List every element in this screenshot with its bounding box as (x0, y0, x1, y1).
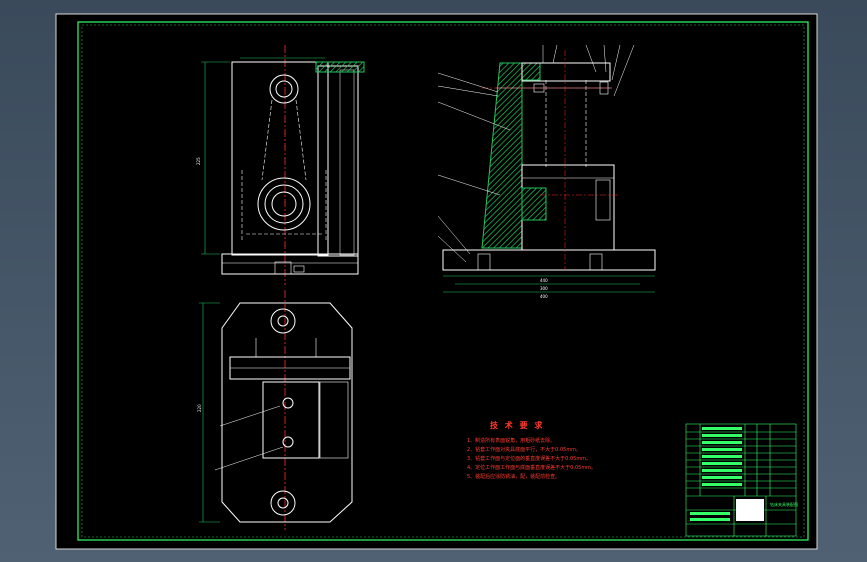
inner-border (81, 24, 805, 538)
requirement-line: 4、定位工作面工作面与底面垂直度误差不大于0.05mm。 (467, 464, 596, 471)
front-view (201, 45, 365, 285)
requirement-line: 3、钻套工作面与定位面的垂直度误差不大于0.05mm。 (467, 455, 591, 462)
requirement-line: 1、制造所有表面锐角，用粗砂纸去除。 (467, 437, 555, 444)
title-block (685, 423, 797, 537)
requirement-line: 5、装配后应涂防锈油，配，装配前检查。 (467, 473, 560, 480)
title-block-fills (690, 427, 742, 521)
front-bushing-plate (315, 61, 365, 73)
requirements-title: 技 术 要 求 (490, 420, 544, 430)
top-height-dimension: 220 (197, 404, 202, 412)
drawing-sheet (55, 13, 818, 550)
top-view (199, 290, 353, 530)
base-width-dimension: 400 (540, 294, 548, 299)
front-width-dimension: 300 (540, 286, 548, 291)
front-top-pin (269, 74, 299, 104)
side-base-dimension: 440 (540, 278, 548, 283)
technical-requirements: 技 术 要 求 1、制造所有表面锐角，用粗砂纸去除。 2、钻套工作面对夹具底面平… (467, 420, 596, 480)
front-height-dimension: 225 (196, 157, 201, 165)
side-bushing (521, 187, 547, 221)
drawing-border (77, 21, 809, 541)
top-support-block (262, 381, 320, 459)
front-main-bore (257, 177, 311, 231)
drawing-name: 钻床夹具装配图 (770, 501, 798, 507)
side-view (437, 44, 656, 293)
side-base (442, 249, 656, 271)
top-base-outline (221, 302, 353, 523)
side-arm (521, 62, 611, 82)
front-body (231, 61, 329, 256)
requirement-line: 2、钻套工作面对夹具底面平行，不大于0.05mm。 (467, 446, 581, 453)
